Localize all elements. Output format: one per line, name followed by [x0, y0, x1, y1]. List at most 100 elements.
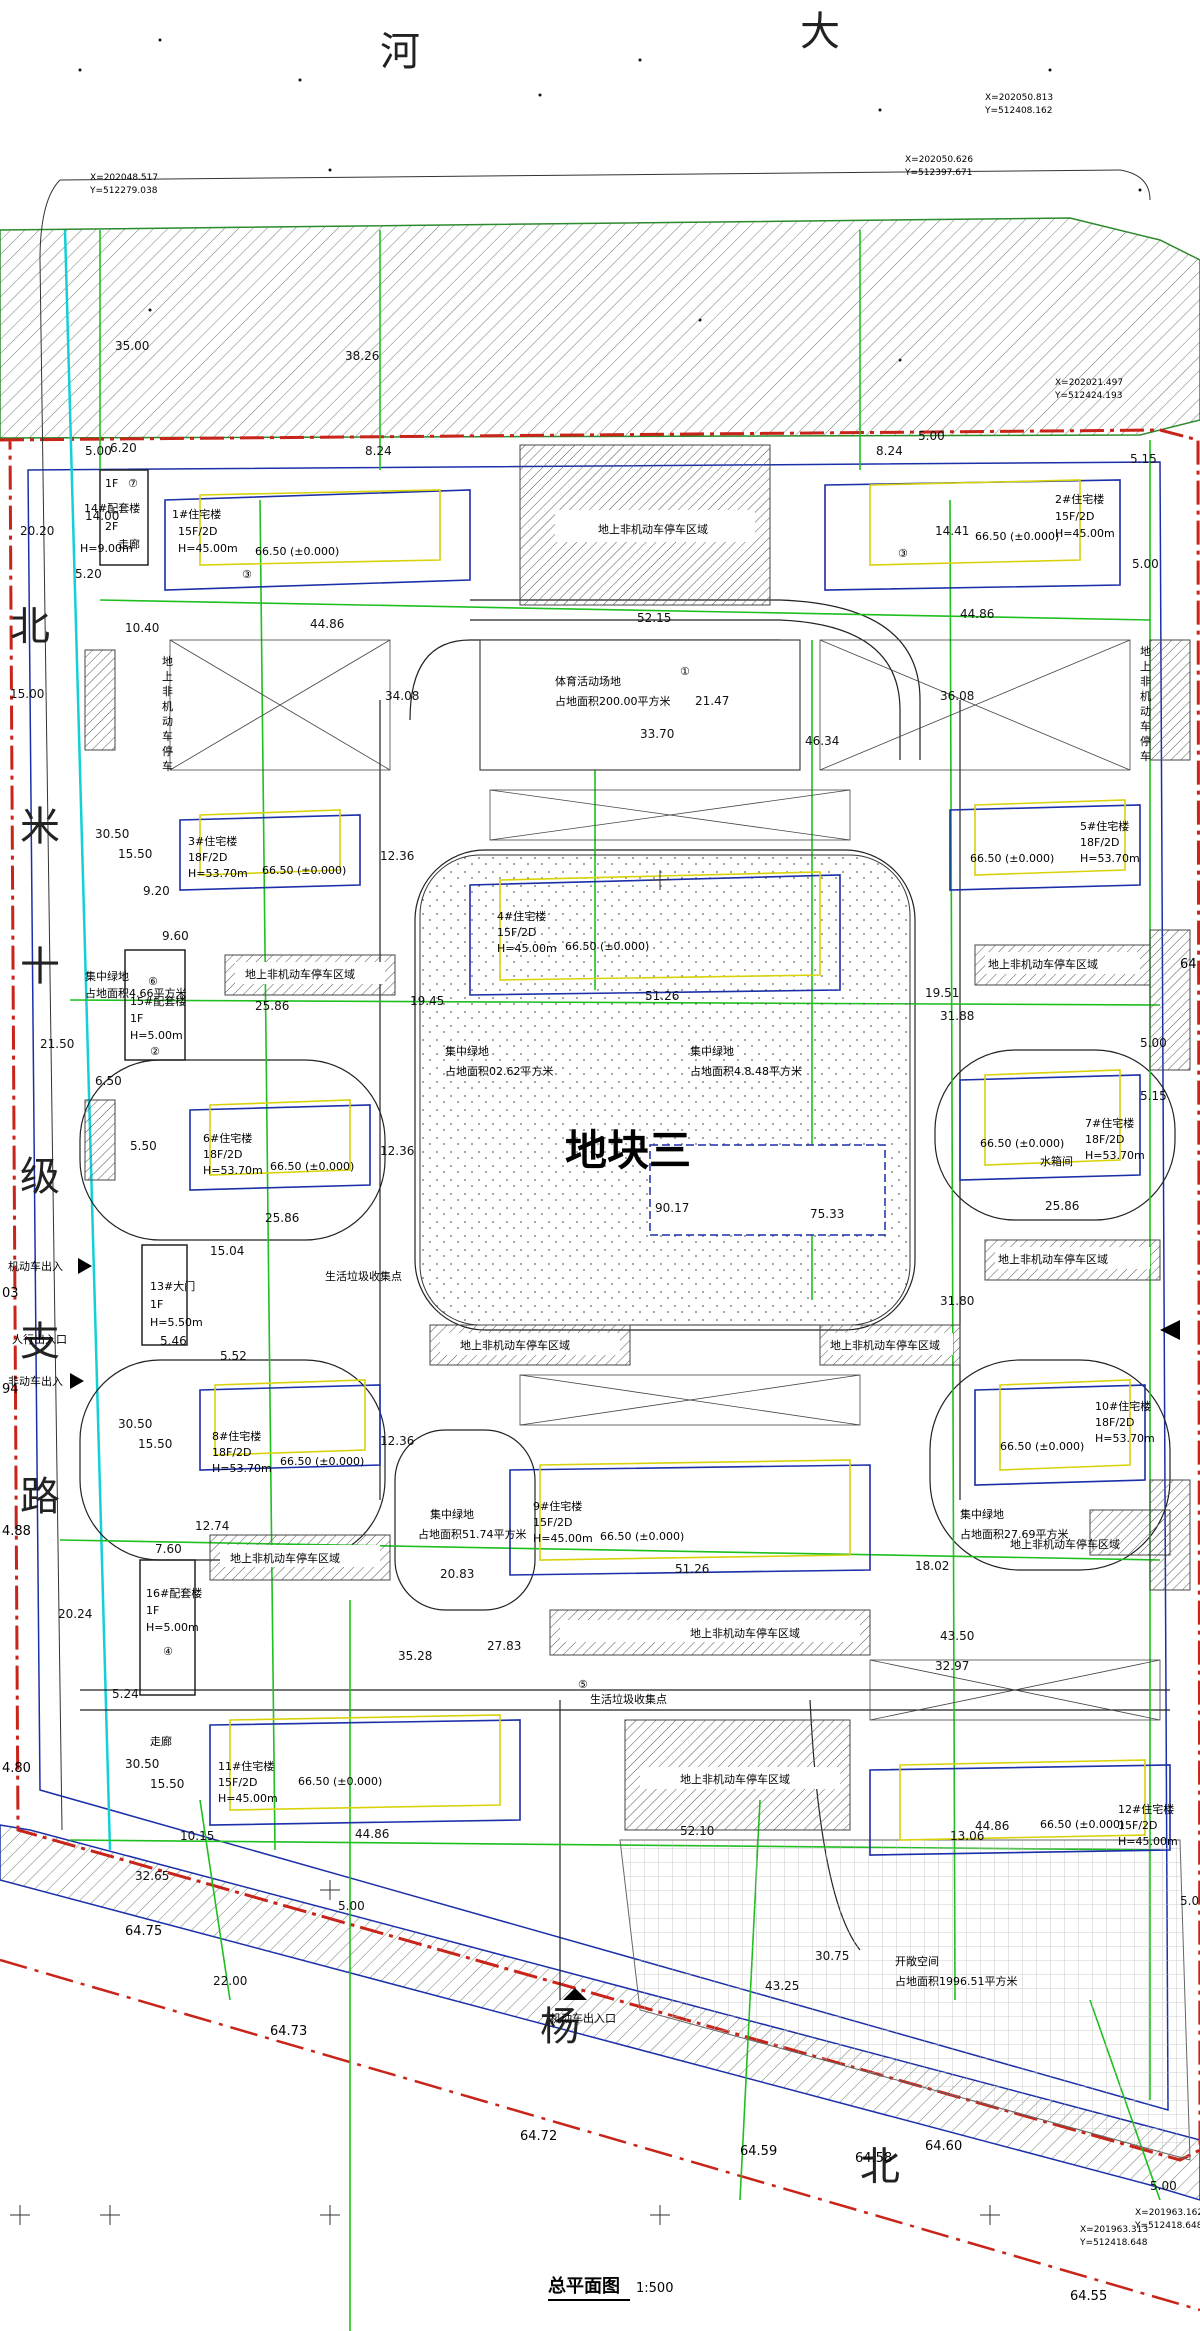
svg-text:5.15: 5.15 [1140, 1089, 1167, 1103]
sports-mark: ① [680, 665, 690, 678]
svg-text:H=5.00m: H=5.00m [130, 1029, 183, 1042]
svg-text:7.60: 7.60 [155, 1542, 182, 1556]
svg-text:21.50: 21.50 [40, 1037, 74, 1051]
svg-text:18F/2D: 18F/2D [203, 1148, 243, 1161]
svg-text:34.08: 34.08 [385, 689, 419, 703]
svg-text:12.36: 12.36 [380, 849, 414, 863]
svg-text:15F/2D: 15F/2D [1118, 1819, 1158, 1832]
svg-text:1F: 1F [130, 1012, 143, 1025]
svg-text:33.70: 33.70 [640, 727, 674, 741]
svg-text:4#住宅楼: 4#住宅楼 [497, 909, 546, 923]
coord-y-1: Y=512408.162 [984, 106, 1052, 116]
svg-text:64.59: 64.59 [740, 2144, 777, 2159]
svg-text:10.40: 10.40 [125, 621, 159, 635]
garbage-mark: ⑤ [578, 1678, 588, 1691]
svg-text:机: 机 [162, 699, 173, 713]
svg-text:1#住宅楼: 1#住宅楼 [172, 507, 221, 521]
grid-crosses [10, 870, 1000, 2225]
svg-text:32.97: 32.97 [935, 1659, 969, 1673]
svg-text:H=53.70m: H=53.70m [203, 1164, 263, 1177]
svg-text:5.00: 5.00 [1180, 1894, 1200, 1908]
parking-label-vertical-right: 地上 非机 动车 停车 [1140, 645, 1151, 763]
green-s-1: 集中绿地 [430, 1507, 474, 1521]
svg-text:36.08: 36.08 [940, 689, 974, 703]
coord-y-5: Y=512418.648 [1134, 2221, 1200, 2231]
svg-text:21.47: 21.47 [695, 694, 729, 708]
svg-text:64.73: 64.73 [270, 2024, 307, 2039]
svg-text:43.50: 43.50 [940, 1629, 974, 1643]
parking-label-l2: 地上非机动车停车区域 [230, 1551, 340, 1565]
svg-text:64.60: 64.60 [925, 2139, 962, 2154]
svg-text:44.86: 44.86 [975, 1819, 1009, 1833]
svg-text:12#住宅楼: 12#住宅楼 [1118, 1802, 1174, 1816]
svg-text:44.86: 44.86 [355, 1827, 389, 1841]
svg-text:12.36: 12.36 [380, 1434, 414, 1448]
corridor-label: 走廊 [150, 1734, 172, 1748]
road-char-7: 支 [20, 1319, 60, 1365]
svg-text:35.00: 35.00 [115, 339, 149, 353]
svg-text:12.36: 12.36 [380, 1144, 414, 1158]
svg-text:1F: 1F [146, 1604, 159, 1617]
svg-text:5.24: 5.24 [112, 1687, 139, 1701]
svg-text:H=53.70m: H=53.70m [1095, 1432, 1155, 1445]
svg-text:32.65: 32.65 [135, 1869, 169, 1883]
road-char-2: 北 [10, 604, 50, 650]
parking-label-backs [220, 952, 1150, 1789]
svg-text:18F/2D: 18F/2D [212, 1446, 252, 1459]
svg-text:15.50: 15.50 [150, 1777, 184, 1791]
svg-text:2#住宅楼: 2#住宅楼 [1055, 492, 1104, 506]
svg-text:31.80: 31.80 [940, 1294, 974, 1308]
separator-blocks [169, 639, 1161, 1721]
svg-text:30.50: 30.50 [95, 827, 129, 841]
svg-text:15F/2D: 15F/2D [1055, 510, 1095, 523]
svg-text:4.88: 4.88 [2, 1524, 31, 1539]
parking-label-c4: 地上非机动车停车区域 [680, 1772, 790, 1786]
open-space-1: 开敞空间 [895, 1954, 939, 1968]
svg-text:动: 动 [162, 715, 173, 728]
svg-text:H=45.00m: H=45.00m [218, 1792, 278, 1805]
parking-label-r2: 地上非机动车停车区域 [998, 1252, 1108, 1266]
coord-x-4: X=201963.313 [1080, 2225, 1148, 2235]
svg-text:66.50 (±0.000): 66.50 (±0.000) [262, 864, 346, 877]
parking-label-c2: 地上非机动车停车区域 [830, 1338, 940, 1352]
svg-text:35.28: 35.28 [398, 1649, 432, 1663]
svg-text:6.20: 6.20 [110, 441, 137, 455]
road-char-9: 北 [860, 2144, 900, 2190]
svg-text:动: 动 [1140, 705, 1151, 718]
entrance-motor-main: 机动车出入口 [550, 2011, 616, 2025]
svg-text:64.55: 64.55 [1070, 2289, 1107, 2304]
building-yellow-cores [199, 479, 1146, 1841]
svg-text:水箱间: 水箱间 [1040, 1154, 1073, 1168]
green-l-1: 集中绿地 [85, 969, 129, 983]
coord-y-2: Y=512397.671 [904, 168, 972, 178]
svg-text:车: 车 [1140, 749, 1151, 763]
svg-text:44.86: 44.86 [960, 607, 994, 621]
svg-text:9.60: 9.60 [162, 929, 189, 943]
central-green [419, 854, 911, 1326]
svg-text:H=53.70m: H=53.70m [1080, 852, 1140, 865]
svg-text:15#配套楼: 15#配套楼 [130, 994, 186, 1008]
svg-text:18.02: 18.02 [915, 1559, 949, 1573]
drawing-scale: 1:500 [636, 2281, 673, 2296]
svg-text:30.50: 30.50 [118, 1417, 152, 1431]
sports-label-1: 体育活动场地 [555, 674, 621, 688]
svg-text:44.86: 44.86 [310, 617, 344, 631]
svg-text:③: ③ [242, 568, 252, 581]
svg-text:19.45: 19.45 [410, 994, 444, 1008]
svg-text:18F/2D: 18F/2D [1080, 836, 1120, 849]
svg-text:64: 64 [1180, 957, 1197, 972]
svg-text:12.74: 12.74 [195, 1519, 229, 1533]
svg-text:03: 03 [2, 1286, 19, 1301]
